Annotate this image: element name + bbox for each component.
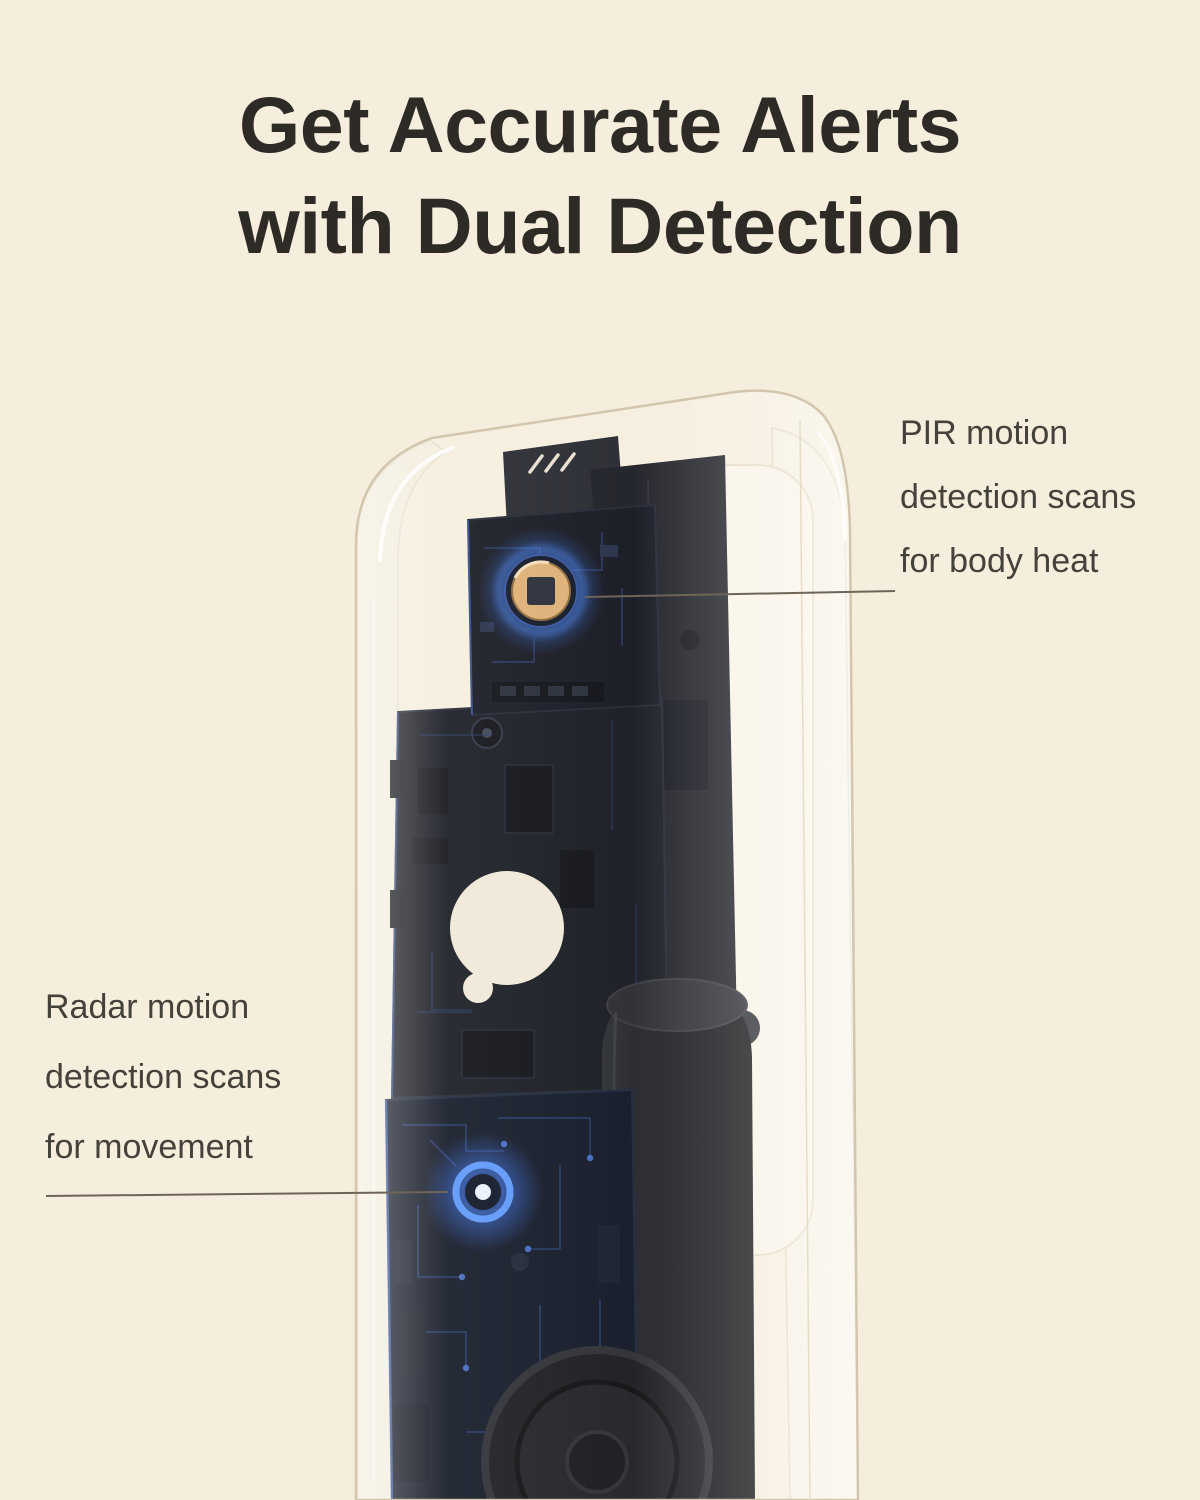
transparent-shell [354, 389, 860, 1500]
title-line-2: with Dual Detection [238, 181, 962, 270]
pir-callout-text-line-2: detection scans [900, 478, 1137, 516]
callout-pir: PIR motion detection scans for body heat [900, 401, 1136, 593]
title-line-1: Get Accurate Alerts [238, 80, 962, 169]
radar-callout-text-line-3: for movement [45, 1128, 253, 1166]
radar-callout-text-line-2: detection scans [45, 1058, 282, 1096]
page-title: Get Accurate Alerts with Dual Detection [0, 74, 1200, 276]
pir-callout-text-line-1: PIR motion [900, 414, 1069, 452]
pir-callout-line [584, 590, 896, 598]
radar-callout-line [45, 1191, 449, 1197]
callout-radar: Radar motion detection scans for movemen… [45, 972, 281, 1182]
pir-callout-text-line-3: for body heat [900, 542, 1099, 580]
radar-callout-text-line-1: Radar motion [45, 988, 250, 1026]
